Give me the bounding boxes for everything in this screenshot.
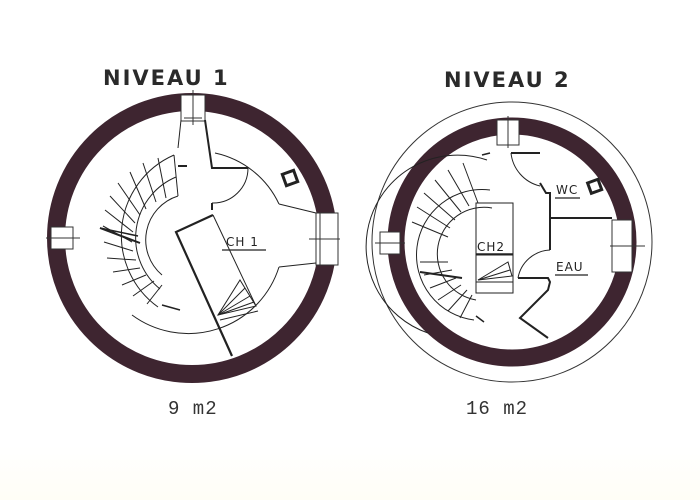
- level-2-outer-ring: [371, 101, 653, 383]
- room-label-ch2: CH2: [477, 240, 505, 254]
- ch2-block: [475, 202, 514, 294]
- chimney-icon: [585, 177, 604, 196]
- stair-fan: [477, 261, 513, 281]
- spiral-staircase: [99, 154, 187, 311]
- door-swing: [517, 249, 551, 279]
- level-2-title: NIVEAU 2: [444, 68, 571, 92]
- spiral-staircase: [365, 152, 493, 334]
- chimney-icon: [280, 168, 300, 188]
- level-2-plan: CH2 WC EAU: [365, 101, 653, 383]
- room-label-ch1: CH 1: [226, 235, 259, 249]
- level-2-area: 16 m2: [466, 398, 529, 420]
- room-label-eau: EAU: [556, 260, 584, 274]
- partition-arc: [214, 152, 280, 205]
- door-swing: [211, 167, 249, 204]
- paper-background: [0, 445, 700, 500]
- level-1-area: 9 m2: [168, 398, 218, 420]
- room-wall: [518, 277, 552, 339]
- level-1-title: NIVEAU 1: [103, 66, 230, 90]
- level-1-plan: CH 1: [46, 90, 340, 383]
- room-wall: [174, 214, 234, 357]
- door-swing: [510, 152, 541, 187]
- room-label-wc: WC: [556, 183, 578, 197]
- stair-fan: [216, 279, 257, 316]
- level-2-wall: [387, 117, 637, 367]
